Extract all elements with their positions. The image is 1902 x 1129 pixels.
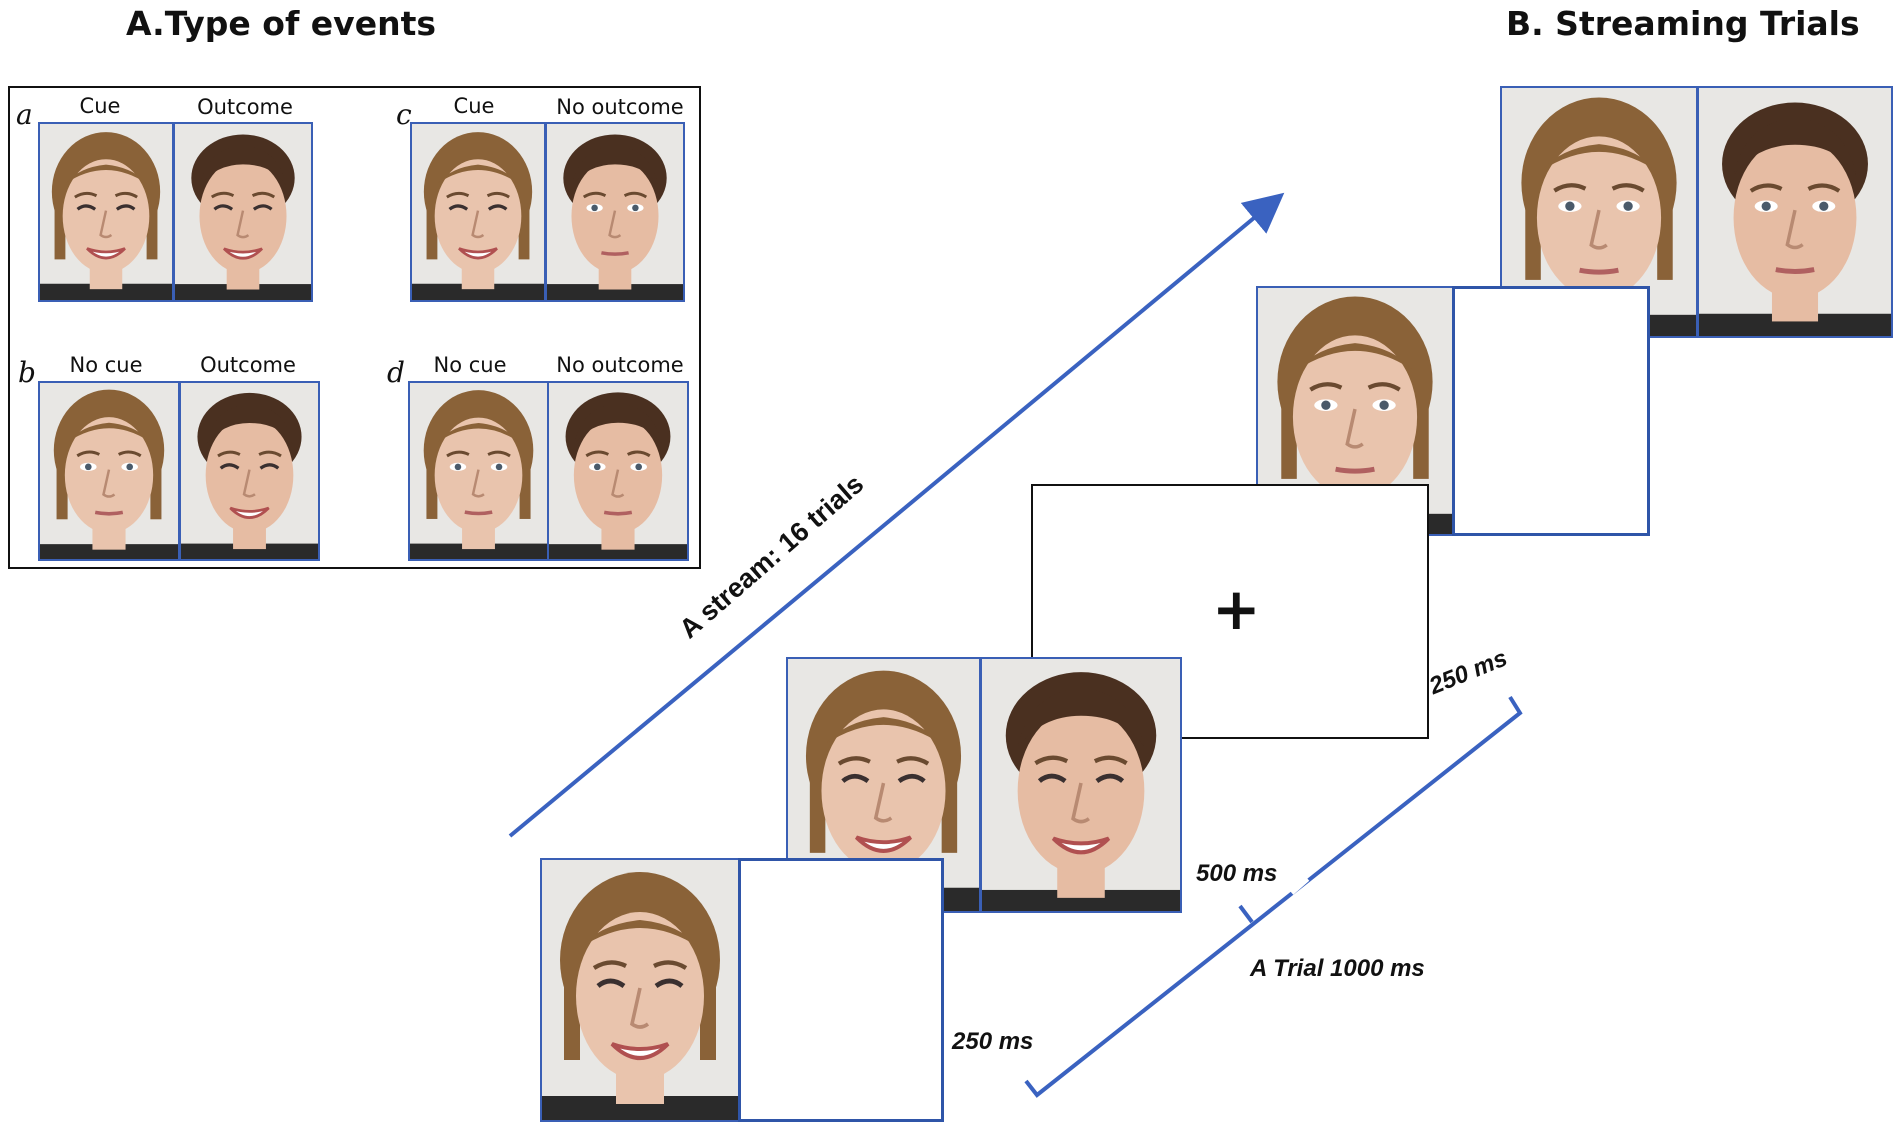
event-b-letter: b xyxy=(18,356,36,389)
stream-blank-outcome-frame xyxy=(1452,286,1650,536)
stream-woman-smiling-cue-photo xyxy=(540,858,740,1122)
man-smiling-face-photo xyxy=(179,381,320,561)
event-a-cue-label: Cue xyxy=(79,94,121,118)
trial-duration-label: A Trial 1000 ms xyxy=(1250,955,1425,982)
woman-smiling-face-photo xyxy=(38,122,174,302)
event-a-outcome-label: Outcome xyxy=(197,95,293,119)
panel-a-title: A.Type of events xyxy=(126,4,436,43)
outcome-tick-gap xyxy=(1286,873,1310,895)
event-b-outcome-label: Outcome xyxy=(200,353,296,377)
woman-smiling-face-photo xyxy=(410,122,546,302)
fixation-cross-icon: + xyxy=(1212,575,1261,643)
stream-man-smiling-photo xyxy=(980,657,1182,913)
cue-duration-label: 250 ms xyxy=(952,1028,1034,1055)
event-c-letter: c xyxy=(396,98,412,131)
event-types-box xyxy=(8,86,701,569)
event-c-cue-label: Cue xyxy=(453,94,495,118)
woman-neutral-face-photo xyxy=(408,381,549,561)
man-neutral-face-photo xyxy=(547,381,689,561)
event-d-no-outcome-label: No outcome xyxy=(556,353,684,377)
event-d-letter: d xyxy=(387,356,405,389)
trial-bracket xyxy=(1024,695,1523,1098)
panel-b-title: B. Streaming Trials xyxy=(1506,4,1860,43)
event-c-no-outcome-label: No outcome xyxy=(556,95,684,119)
outcome-duration-label: 500 ms xyxy=(1196,860,1278,887)
man-smiling-face-photo xyxy=(173,122,313,302)
stream-man-neutral-photo xyxy=(1697,86,1893,338)
stream-arrow xyxy=(508,192,1285,838)
event-b-no-cue-label: No cue xyxy=(69,353,143,377)
outcome-tick xyxy=(1238,904,1254,924)
event-d-no-cue-label: No cue xyxy=(433,353,507,377)
stream-blank-no-outcome-frame xyxy=(738,858,944,1122)
event-a-letter: a xyxy=(16,98,33,131)
woman-neutral-face-photo xyxy=(38,381,180,561)
man-neutral-face-photo xyxy=(545,122,685,302)
